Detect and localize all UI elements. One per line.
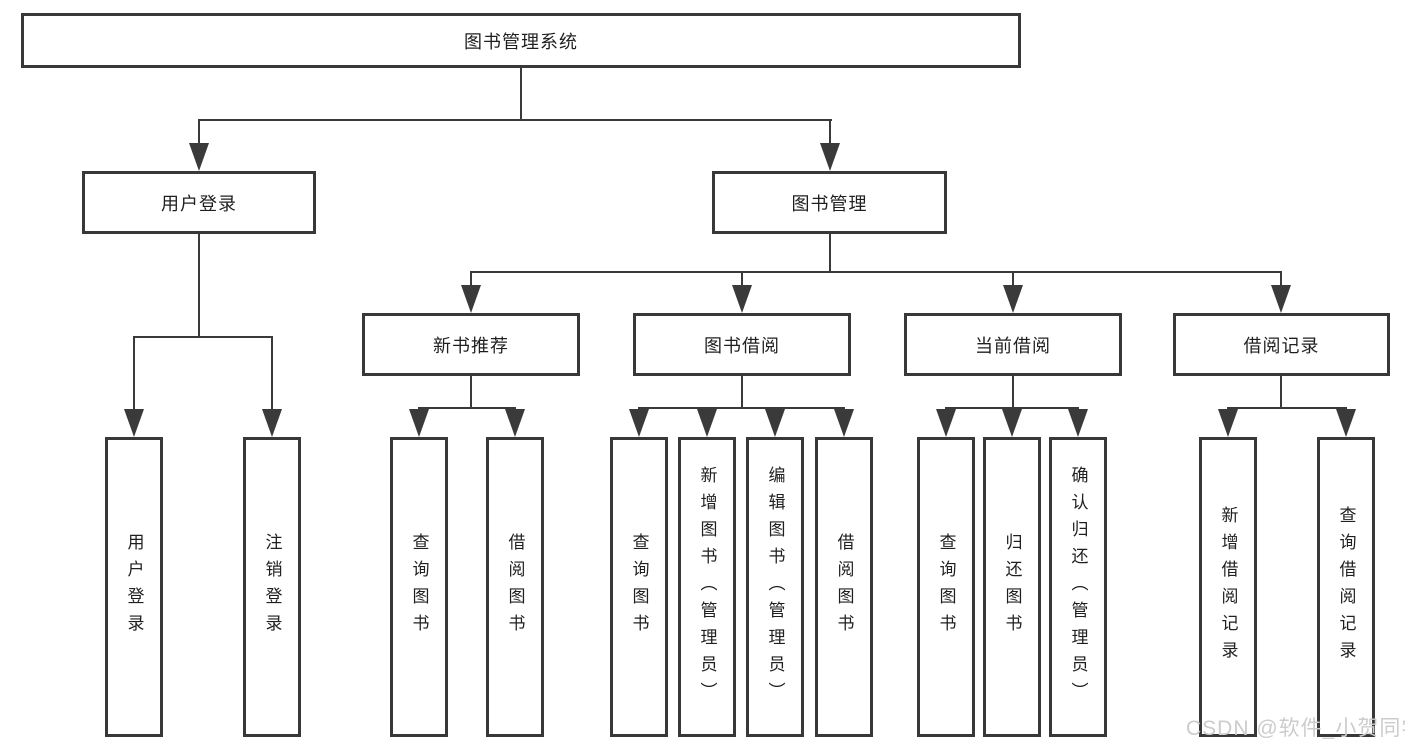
leaf-label: 归还图书 — [1002, 533, 1022, 641]
node-leaf-logout: 注销登录 — [243, 437, 301, 737]
arrow-down-icon — [409, 409, 429, 437]
node-leaf-borrow-books: 借阅图书 — [815, 437, 873, 737]
node-new-book-rec: 新书推荐 — [362, 313, 580, 376]
leaf-label: 新增图书（管理员） — [697, 465, 717, 709]
node-book-mgmt-label: 图书管理 — [791, 193, 868, 214]
node-book-borrow: 图书借阅 — [633, 313, 851, 376]
edge-to-new-book-rec — [470, 271, 472, 291]
edge-new-book-rec-stem — [470, 376, 472, 409]
edge-current-borrow-stem — [1012, 376, 1014, 409]
arrow-down-icon — [1218, 409, 1238, 437]
leaf-label: 注销登录 — [262, 533, 282, 641]
leaf-label: 用户登录 — [124, 533, 144, 641]
edge-root-to-user-login — [198, 119, 200, 149]
edge-to-logout — [271, 336, 273, 414]
arrow-down-icon — [629, 409, 649, 437]
arrow-down-icon — [262, 409, 282, 437]
arrow-down-icon — [1271, 285, 1291, 313]
edge-root-stem — [520, 68, 522, 121]
edge-to-book-borrow — [741, 271, 743, 291]
leaf-label: 查询图书 — [409, 533, 429, 641]
edge-user-login-bus — [133, 336, 273, 338]
node-book-borrow-label: 图书借阅 — [704, 335, 780, 356]
node-leaf-rec-query-books: 查询图书 — [390, 437, 448, 737]
node-new-book-rec-label: 新书推荐 — [433, 335, 509, 356]
arrow-down-icon — [834, 409, 854, 437]
edge-root-bus — [198, 119, 832, 121]
edge-borrow-records-bus — [1227, 407, 1347, 409]
edge-book-borrow-stem — [741, 376, 743, 409]
leaf-label: 查询借阅记录 — [1336, 506, 1356, 668]
edge-borrow-records-stem — [1280, 376, 1282, 409]
arrow-down-icon — [765, 409, 785, 437]
node-leaf-add-borrow-record: 新增借阅记录 — [1199, 437, 1257, 737]
arrow-down-icon — [936, 409, 956, 437]
node-root-label: 图书管理系统 — [464, 31, 578, 52]
node-leaf-rec-borrow-books: 借阅图书 — [486, 437, 544, 737]
node-leaf-current-query-books: 查询图书 — [917, 437, 975, 737]
arrow-down-icon — [1002, 409, 1022, 437]
node-current-borrow: 当前借阅 — [904, 313, 1122, 376]
arrow-down-icon — [461, 285, 481, 313]
arrow-down-icon — [820, 143, 840, 171]
arrow-down-icon — [1336, 409, 1356, 437]
arrow-down-icon — [1068, 409, 1088, 437]
node-leaf-confirm-return-admin: 确认归还（管理员） — [1049, 437, 1107, 737]
edge-book-borrow-bus — [638, 407, 845, 409]
arrow-down-icon — [189, 143, 209, 171]
node-user-login-label: 用户登录 — [161, 193, 237, 214]
edge-book-mgmt-stem — [829, 234, 831, 273]
node-borrow-records: 借阅记录 — [1173, 313, 1390, 376]
node-leaf-borrow-query-books: 查询图书 — [610, 437, 668, 737]
edge-book-mgmt-bus — [470, 271, 1282, 273]
leaf-label: 查询图书 — [936, 533, 956, 641]
node-borrow-records-label: 借阅记录 — [1243, 335, 1320, 356]
edge-root-to-book-mgmt — [829, 119, 831, 149]
node-book-mgmt: 图书管理 — [712, 171, 947, 234]
node-leaf-add-books-admin: 新增图书（管理员） — [678, 437, 736, 737]
node-leaf-return-books: 归还图书 — [983, 437, 1041, 737]
leaf-label: 确认归还（管理员） — [1068, 465, 1088, 709]
leaf-label: 编辑图书（管理员） — [765, 465, 785, 709]
leaf-label: 新增借阅记录 — [1218, 506, 1238, 668]
arrow-down-icon — [1003, 285, 1023, 313]
node-leaf-edit-books-admin: 编辑图书（管理员） — [746, 437, 804, 737]
edge-new-book-rec-bus — [418, 407, 516, 409]
node-leaf-user-login: 用户登录 — [105, 437, 163, 737]
edge-to-current-borrow — [1012, 271, 1014, 291]
arrow-down-icon — [124, 409, 144, 437]
node-leaf-query-borrow-record: 查询借阅记录 — [1317, 437, 1375, 737]
arrow-down-icon — [697, 409, 717, 437]
edge-to-borrow-records — [1280, 271, 1282, 291]
edge-to-login — [133, 336, 135, 414]
node-current-borrow-label: 当前借阅 — [975, 335, 1051, 356]
edge-user-login-stem — [198, 234, 200, 338]
node-user-login: 用户登录 — [82, 171, 316, 234]
arrow-down-icon — [505, 409, 525, 437]
leaf-label: 查询图书 — [629, 533, 649, 641]
node-root: 图书管理系统 — [21, 13, 1021, 68]
edge-current-borrow-bus — [945, 407, 1079, 409]
csdn-watermark: CSDN @软件_小贺同学 — [1186, 717, 1405, 740]
leaf-label: 借阅图书 — [834, 533, 854, 641]
leaf-label: 借阅图书 — [505, 533, 525, 641]
arrow-down-icon — [732, 285, 752, 313]
